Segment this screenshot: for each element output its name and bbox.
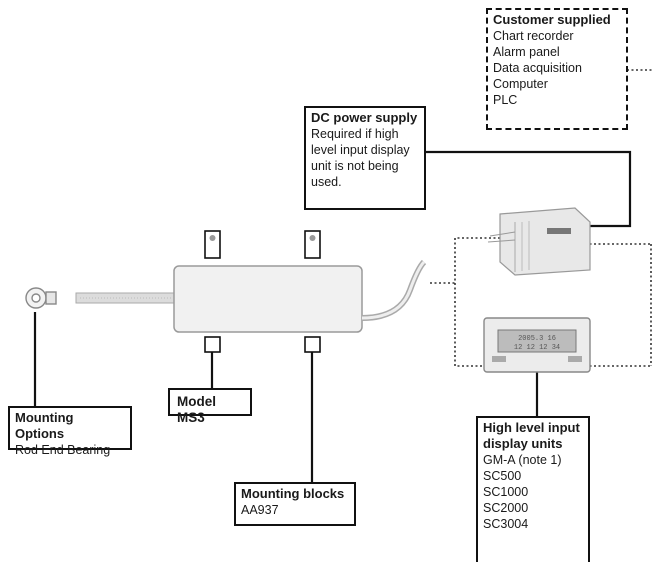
display-screen-line2: 12 12 12 34 <box>514 344 560 352</box>
connector-dc-power <box>425 150 632 228</box>
display-units-title: display units <box>483 436 563 451</box>
display-unit-item: SC500 <box>483 469 522 483</box>
mounting-block-bottom-left <box>204 336 221 353</box>
mounting-block-top-left <box>204 230 221 259</box>
sensor-rod <box>75 292 177 304</box>
display-units-box: High level input display units GM-A (not… <box>476 416 590 562</box>
customer-item: Alarm panel <box>493 45 560 59</box>
display-unit-device <box>483 317 591 373</box>
dc-power-note: level input display <box>311 143 410 157</box>
customer-supplied-box: Customer supplied Chart recorder Alarm p… <box>486 8 628 130</box>
dc-power-supply-title: DC power supply <box>311 110 418 125</box>
mounting-block-top-right <box>304 230 321 259</box>
transducer-body <box>173 259 427 333</box>
dc-power-supply-device <box>487 207 591 276</box>
mounting-options-title: Mounting Options <box>15 410 74 441</box>
customer-item: PLC <box>493 93 518 107</box>
customer-supplied-title: Customer supplied <box>493 12 611 27</box>
dc-power-note: Required if high <box>311 127 399 141</box>
dc-power-note: unit is not being <box>311 159 399 173</box>
model-label: Model MS3 <box>177 394 216 425</box>
signal-wire-left <box>454 237 500 367</box>
customer-item: Data acquisition <box>493 61 582 75</box>
display-screen-line1: 2005.3 16 <box>518 335 556 343</box>
mounting-block-bottom-right <box>304 336 321 353</box>
mounting-blocks-box: Mounting blocks AA937 <box>234 482 356 526</box>
mounting-options-subtitle: Rod End Bearing <box>15 443 111 457</box>
customer-item: Computer <box>493 77 548 91</box>
mounting-blocks-title: Mounting blocks <box>241 486 345 501</box>
mounting-blocks-subtitle: AA937 <box>241 503 279 517</box>
display-unit-item: SC1000 <box>483 485 529 499</box>
model-label-box: Model MS3 <box>168 388 252 425</box>
display-units-title: High level input <box>483 420 580 435</box>
dc-power-note: used. <box>311 175 342 189</box>
display-unit-item: SC3004 <box>483 517 529 531</box>
rod-end-bearing <box>25 287 57 309</box>
mounting-options-box: Mounting Options Rod End Bearing <box>8 406 132 457</box>
customer-item: Chart recorder <box>493 29 574 43</box>
display-unit-item: GM-A (note 1) <box>483 453 562 467</box>
display-unit-item: SC2000 <box>483 501 529 515</box>
dc-power-supply-box: DC power supply Required if high level i… <box>304 106 426 210</box>
